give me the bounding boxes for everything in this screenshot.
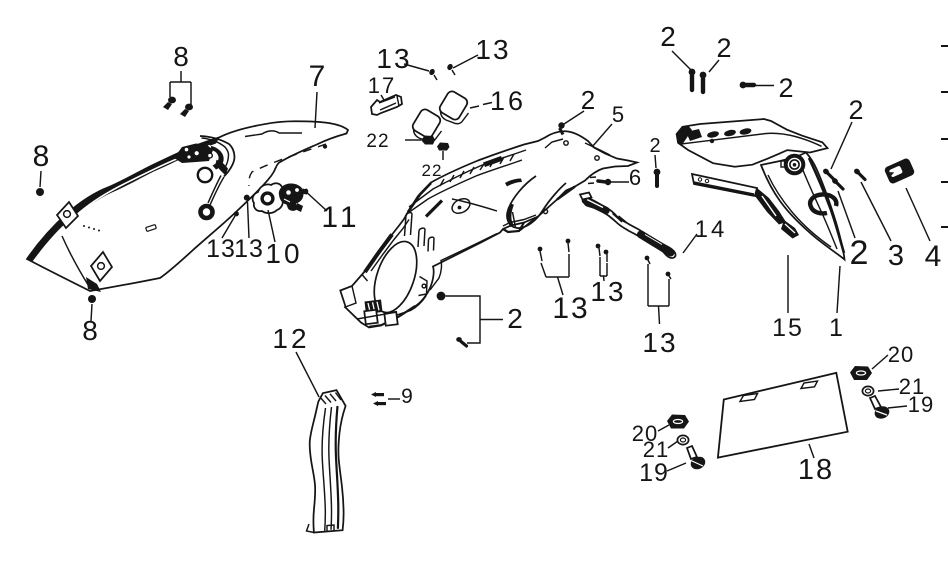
- svg-text:2: 2: [581, 85, 595, 115]
- svg-text:11: 11: [321, 201, 360, 234]
- svg-text:20: 20: [888, 342, 914, 367]
- svg-text:21: 21: [899, 374, 925, 399]
- svg-text:19: 19: [908, 392, 934, 417]
- svg-text:2: 2: [507, 303, 523, 334]
- svg-text:10: 10: [265, 238, 302, 269]
- svg-text:6: 6: [629, 165, 641, 190]
- svg-text:18: 18: [798, 454, 834, 486]
- svg-text:13: 13: [206, 235, 236, 263]
- svg-text:21: 21: [643, 437, 669, 462]
- svg-text:2: 2: [649, 135, 660, 157]
- svg-text:13: 13: [642, 327, 677, 358]
- svg-text:7: 7: [309, 60, 326, 93]
- svg-text:13: 13: [552, 292, 589, 325]
- svg-text:1: 1: [829, 314, 843, 342]
- svg-text:3: 3: [888, 240, 904, 272]
- svg-text:5: 5: [612, 102, 624, 127]
- svg-text:4: 4: [925, 240, 942, 273]
- svg-text:12: 12: [272, 323, 309, 354]
- svg-text:8: 8: [33, 140, 50, 173]
- svg-text:15: 15: [772, 314, 804, 342]
- svg-text:9: 9: [401, 385, 413, 408]
- svg-text:2: 2: [778, 73, 793, 103]
- svg-text:2: 2: [716, 33, 731, 63]
- svg-text:8: 8: [82, 315, 98, 346]
- svg-text:16: 16: [490, 86, 526, 116]
- svg-text:20: 20: [632, 421, 658, 446]
- svg-text:13: 13: [376, 43, 411, 74]
- svg-text:22: 22: [422, 161, 443, 180]
- svg-text:14: 14: [695, 216, 728, 243]
- svg-text:2: 2: [848, 95, 863, 125]
- svg-text:13: 13: [590, 276, 625, 307]
- svg-text:8: 8: [173, 41, 189, 72]
- svg-text:13: 13: [475, 34, 510, 65]
- svg-text:22: 22: [366, 131, 389, 152]
- svg-text:19: 19: [639, 459, 669, 487]
- svg-text:2: 2: [850, 234, 869, 272]
- svg-text:2: 2: [660, 21, 676, 52]
- svg-text:13: 13: [234, 235, 264, 263]
- svg-text:17: 17: [368, 73, 396, 98]
